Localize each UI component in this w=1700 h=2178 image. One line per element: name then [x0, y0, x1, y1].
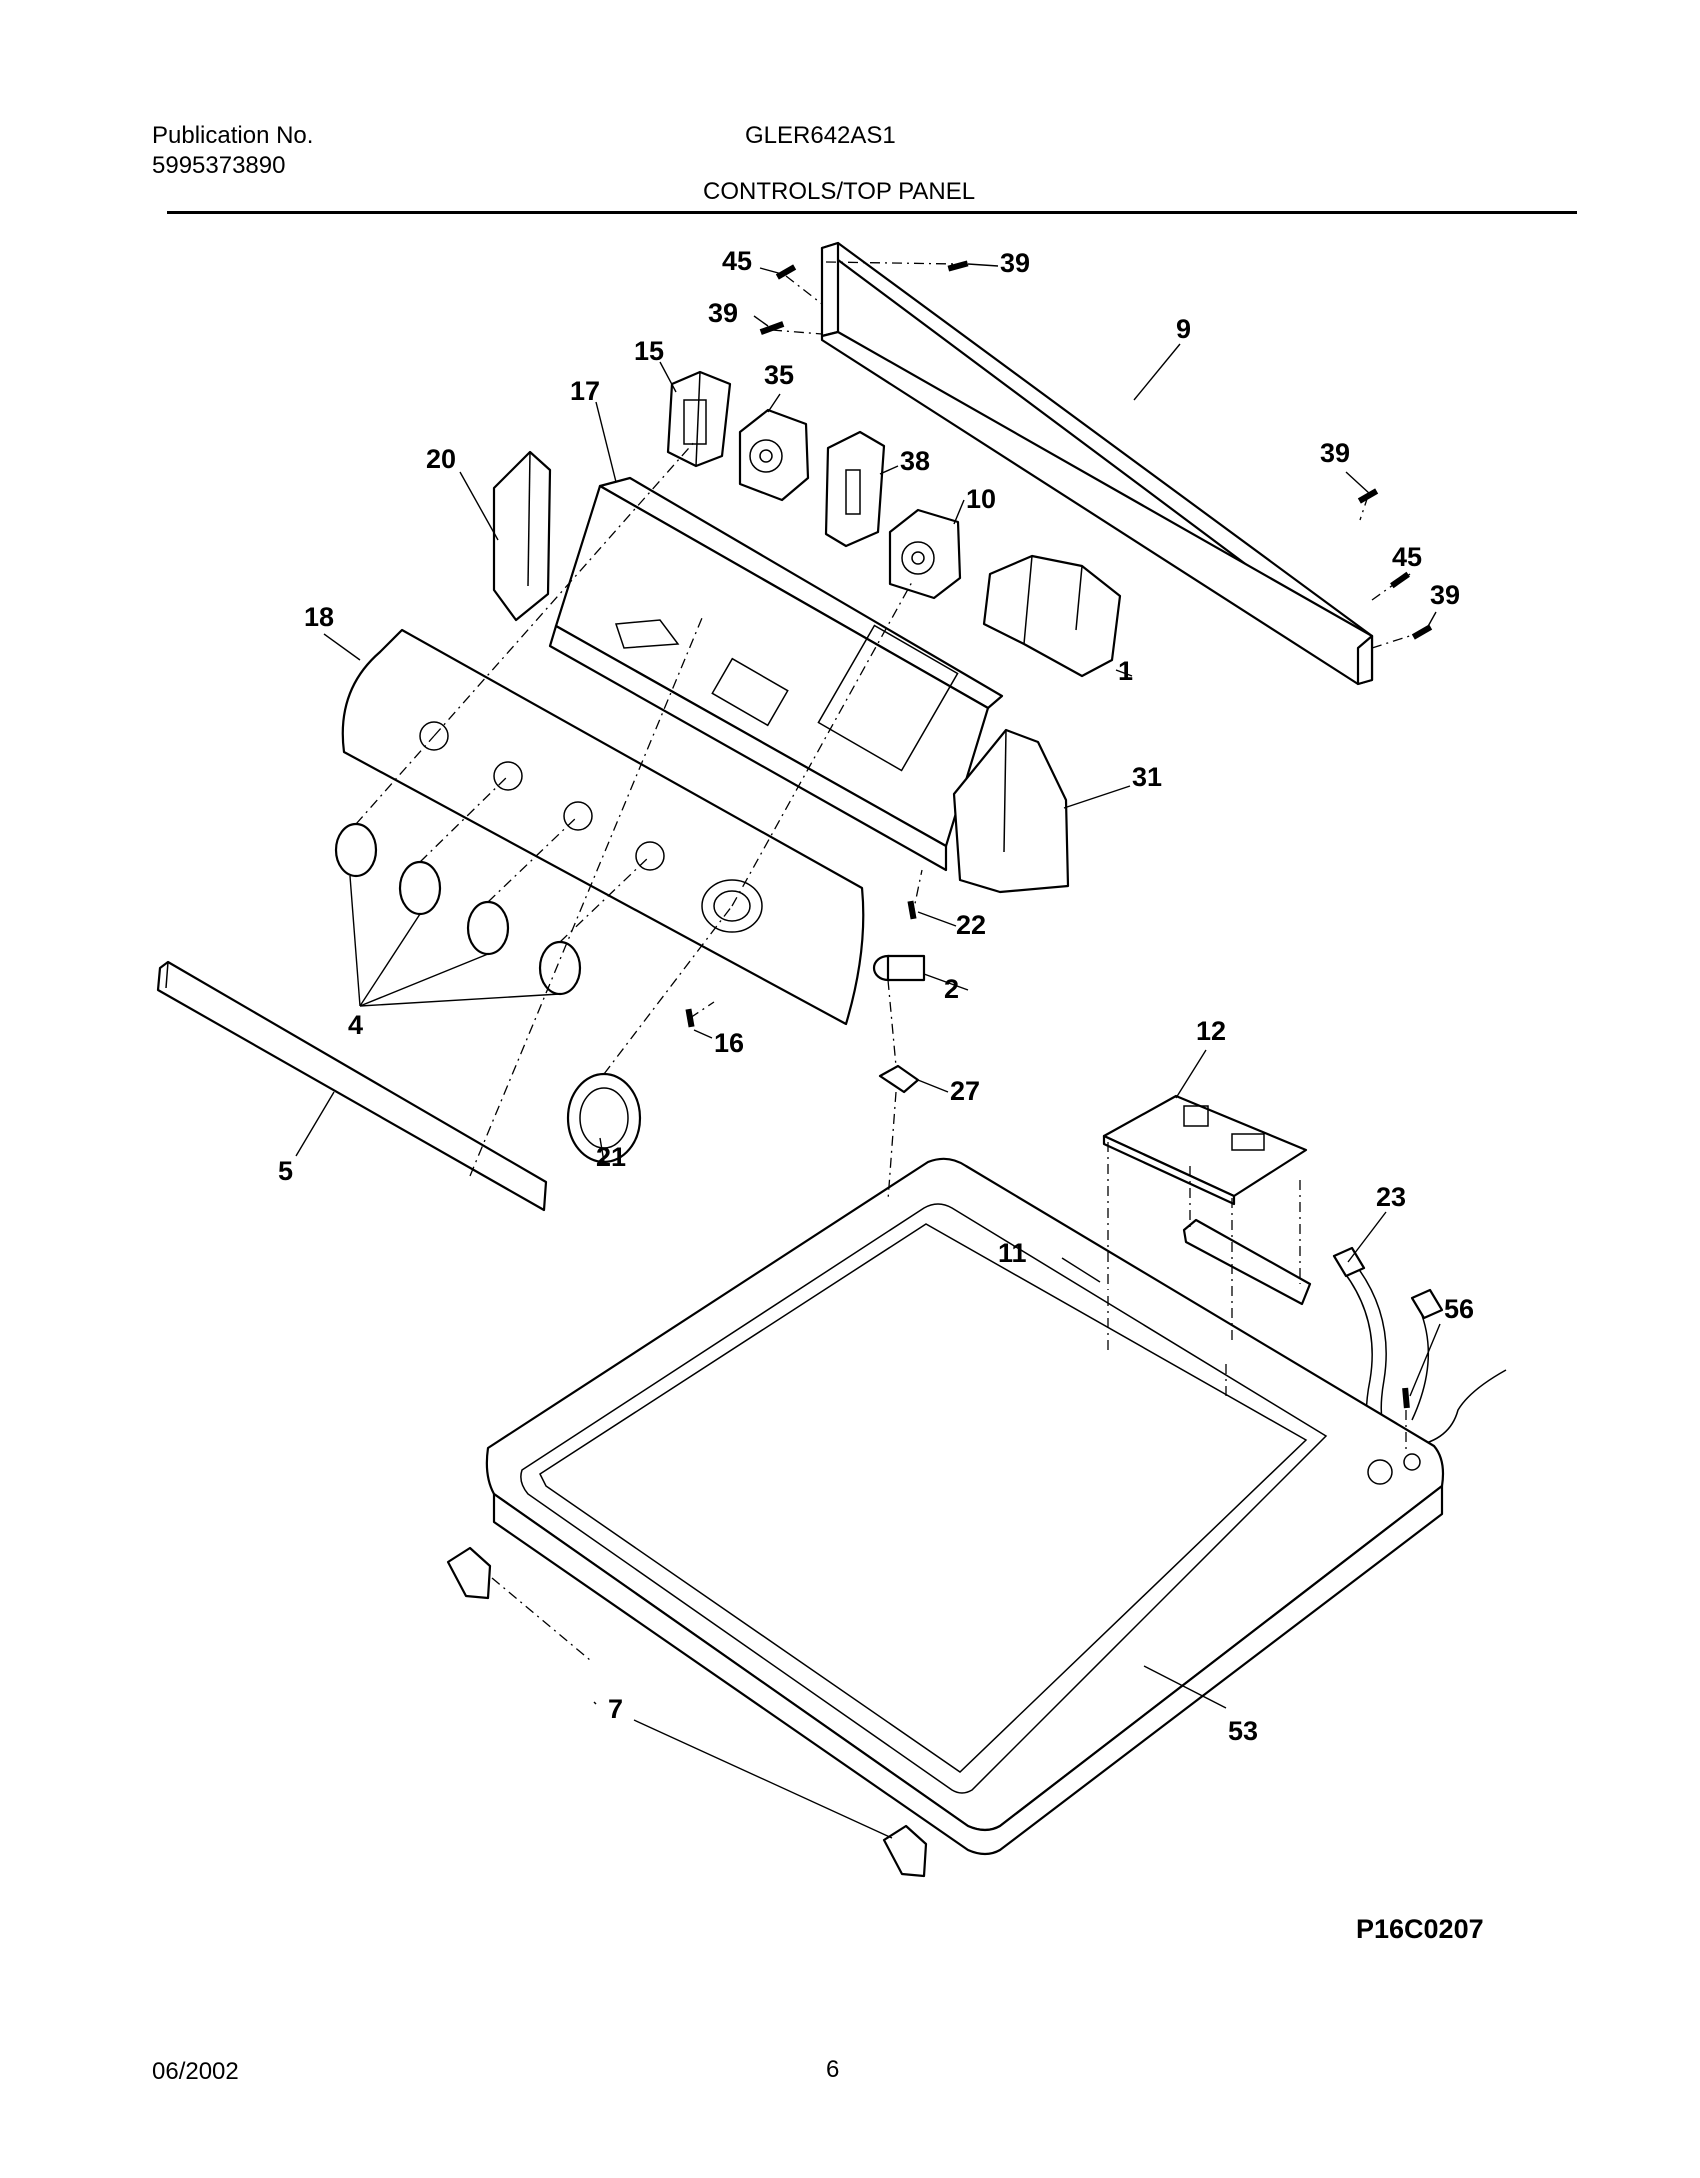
section-title: CONTROLS/TOP PANEL: [703, 178, 976, 205]
callout-39-top: 39: [1000, 248, 1030, 278]
callout-22: 22: [956, 910, 986, 940]
diagram-code: P16C0207: [1356, 1914, 1484, 1944]
switch-part-35: [738, 408, 810, 502]
callout-45-top: 45: [722, 246, 752, 276]
callout-38: 38: [900, 446, 930, 476]
switch-part-10: [888, 508, 962, 600]
callout-2: 2: [944, 974, 959, 1004]
circuit-board-part-12: [1102, 1094, 1308, 1206]
publication-label: Publication No.: [152, 122, 314, 149]
housing-part-1: [982, 554, 1122, 678]
callout-7: 7: [608, 1694, 623, 1724]
switch-part-15: [666, 370, 732, 468]
callout-39-right: 39: [1320, 438, 1350, 468]
control-panel-part-18: [341, 628, 865, 1026]
callout-27: 27: [950, 1076, 980, 1106]
callout-21: 21: [596, 1142, 626, 1172]
callout-10: 10: [966, 484, 996, 514]
rear-panel-part-9: [820, 241, 1374, 686]
bracket-part-38: [824, 430, 886, 548]
callout-9: 9: [1176, 314, 1191, 344]
footer-date: 06/2002: [152, 2058, 239, 2085]
top-panel-part-53: [485, 1157, 1445, 1856]
callout-39-lower: 39: [1430, 580, 1460, 610]
console-part-17: [548, 476, 1004, 872]
hinge-part-7: [446, 1546, 928, 1878]
callout-53: 53: [1228, 1716, 1258, 1746]
callout-18: 18: [304, 602, 334, 632]
callout-17: 17: [570, 376, 600, 406]
page-number: 6: [826, 2056, 840, 2083]
callout-5: 5: [278, 1156, 293, 1186]
publication-number: 5995373890: [152, 152, 286, 179]
callout-4: 4: [348, 1010, 363, 1040]
callout-35: 35: [764, 360, 794, 390]
callout-23: 23: [1376, 1182, 1406, 1212]
callout-1: 1: [1118, 656, 1133, 686]
callout-15: 15: [634, 336, 664, 366]
callout-12: 12: [1196, 1016, 1226, 1046]
model-number: GLER642AS1: [745, 122, 896, 149]
callout-11: 11: [998, 1238, 1027, 1268]
callout-labels: 45 39 39 9 15 35 17 38 20 10 39 45 39 1 …: [278, 246, 1474, 1746]
assembly-lines: [355, 261, 1423, 1661]
callout-56: 56: [1444, 1294, 1474, 1324]
ground-wire-part-56: [1402, 1369, 1507, 1447]
leader-lines: [295, 263, 1441, 1839]
callout-45-right: 45: [1392, 542, 1422, 572]
end-cap-part-31: [952, 728, 1070, 894]
header-rule: [167, 211, 1577, 214]
callout-31: 31: [1132, 762, 1162, 792]
callout-16: 16: [714, 1028, 744, 1058]
callout-39-left: 39: [708, 298, 738, 328]
callout-20: 20: [426, 444, 456, 474]
trim-strip-part-5: [156, 960, 548, 1212]
small-parts-22-2-16-27: [685, 900, 926, 1094]
end-cap-part-20: [492, 450, 552, 622]
